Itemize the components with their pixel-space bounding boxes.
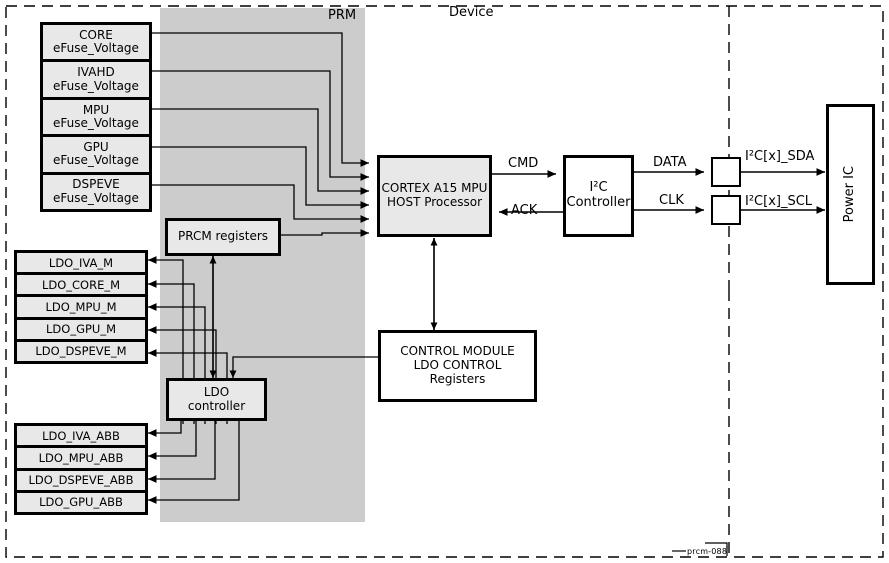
control-module-block[interactable]: CONTROL MODULE LDO CONTROL Registers: [378, 330, 537, 402]
efuse-dspeve-line1: DSPEVE: [72, 177, 120, 192]
efuse-dspeve-line2: eFuse_Voltage: [53, 190, 139, 205]
ldo-iva-abb-label: LDO_IVA_ABB: [42, 428, 120, 443]
device-label: Device: [449, 5, 494, 20]
efuse-gpu-line1: GPU: [83, 139, 109, 154]
pad-scl-icon: [711, 195, 741, 225]
cortex-a15-block[interactable]: CORTEX A15 MPU HOST Processor: [377, 155, 492, 237]
i2c-controller-line2: Controller: [566, 195, 631, 210]
ldo-core-m-label: LDO_CORE_M: [41, 277, 121, 292]
efuse-ivahd-line1: IVAHD: [77, 65, 115, 80]
efuse-cell-ivahd[interactable]: IVAHD eFuse_Voltage: [43, 62, 149, 97]
control-module-line3: Registers: [429, 371, 486, 386]
ldo-abb-cell-dspeve[interactable]: LDO_DSPEVE_ABB: [17, 470, 145, 490]
ldo-abb-cell-gpu[interactable]: LDO_GPU_ABB: [17, 492, 145, 512]
watermark-label: prcm-088: [687, 547, 728, 556]
ldo-m-cell-mpu[interactable]: LDO_MPU_M: [17, 297, 145, 317]
power-ic-label: Power IC: [842, 166, 858, 223]
ldo-dspeve-m-label: LDO_DSPEVE_M: [35, 344, 127, 359]
prm-label: PRM: [328, 8, 357, 23]
efuse-voltage-stack: CORE eFuse_Voltage IVAHD eFuse_Voltage M…: [40, 22, 152, 212]
efuse-core-line2: eFuse_Voltage: [53, 41, 139, 56]
ldo-abb-cell-mpu[interactable]: LDO_MPU_ABB: [17, 448, 145, 468]
ldo-gpu-abb-label: LDO_GPU_ABB: [39, 495, 123, 510]
ldo-dspeve-abb-label: LDO_DSPEVE_ABB: [28, 473, 134, 488]
efuse-cell-core[interactable]: CORE eFuse_Voltage: [43, 25, 149, 60]
ldo-abb-cell-iva[interactable]: LDO_IVA_ABB: [17, 426, 145, 446]
pad-sda-icon: [711, 157, 741, 187]
ldo-m-cell-core[interactable]: LDO_CORE_M: [17, 275, 145, 295]
efuse-cell-mpu[interactable]: MPU eFuse_Voltage: [43, 99, 149, 135]
ldo-mpu-m-label: LDO_MPU_M: [45, 300, 117, 314]
ldo-m-stack: LDO_IVA_M LDO_CORE_M LDO_MPU_M LDO_GPU_M…: [14, 250, 148, 364]
power-ic-block[interactable]: Power IC: [826, 104, 875, 285]
ldo-abb-stack: LDO_IVA_ABB LDO_MPU_ABB LDO_DSPEVE_ABB L…: [14, 423, 148, 515]
ldo-mpu-abb-label: LDO_MPU_ABB: [38, 450, 124, 465]
efuse-ivahd-line2: eFuse_Voltage: [53, 78, 139, 93]
i2c-controller-line1: I²C: [589, 180, 608, 196]
ldo-controller-line1: LDO: [203, 384, 230, 399]
ldo-controller-block[interactable]: LDO controller: [166, 378, 267, 421]
ldo-m-cell-dspeve[interactable]: LDO_DSPEVE_M: [17, 341, 145, 362]
signal-label-data: DATA: [653, 155, 687, 170]
ldo-gpu-m-label: LDO_GPU_M: [46, 322, 116, 337]
efuse-core-line1: CORE: [79, 27, 113, 42]
ldo-controller-line2: controller: [187, 398, 246, 413]
control-module-line2: LDO CONTROL: [413, 358, 502, 373]
cortex-line2: HOST Processor: [386, 195, 483, 209]
control-module-line1: CONTROL MODULE: [400, 344, 515, 359]
efuse-mpu-line2: eFuse_Voltage: [53, 116, 139, 131]
i2c-controller-block[interactable]: I²C Controller: [563, 155, 634, 237]
efuse-cell-gpu[interactable]: GPU eFuse_Voltage: [43, 137, 149, 172]
signal-label-sda: I²C[x]_SDA: [745, 149, 815, 164]
efuse-mpu-line1: MPU: [82, 102, 110, 117]
ldo-m-cell-gpu[interactable]: LDO_GPU_M: [17, 319, 145, 339]
prcm-registers-label: PRCM registers: [177, 229, 269, 244]
cortex-line1: CORTEX A15 MPU: [381, 181, 488, 196]
prcm-registers-block[interactable]: PRCM registers: [165, 218, 281, 256]
signal-label-ack: ACK: [511, 203, 538, 218]
signal-label-scl: I²C[x]_SCL: [745, 194, 813, 209]
ldo-iva-m-label: LDO_IVA_M: [48, 255, 114, 270]
ldo-m-cell-iva[interactable]: LDO_IVA_M: [17, 253, 145, 273]
signal-label-cmd: CMD: [508, 156, 539, 171]
efuse-gpu-line2: eFuse_Voltage: [53, 153, 139, 168]
efuse-cell-dspeve[interactable]: DSPEVE eFuse_Voltage: [43, 174, 149, 210]
signal-label-clk: CLK: [659, 193, 684, 208]
prm-region: [160, 8, 365, 522]
